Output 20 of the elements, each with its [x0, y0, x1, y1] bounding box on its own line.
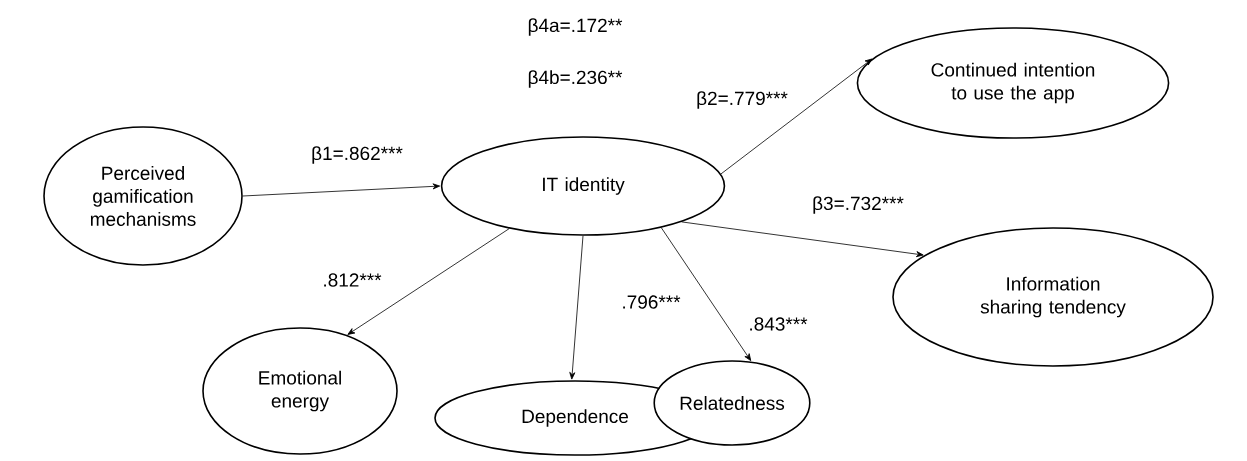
arrow [242, 183, 441, 197]
ellipse-node: Information sharing tendency [892, 227, 1214, 367]
edge-label: β3=.732*** [811, 195, 905, 215]
ellipse-node: IT identity [440, 136, 726, 236]
arrow [347, 228, 510, 335]
edge-label: .796*** [620, 294, 682, 310]
arrow [681, 221, 924, 258]
coefficient-label: β4a=.172** [528, 18, 623, 36]
ellipse-node: Perceived gamification mechanisms [43, 126, 243, 266]
edge-label: .843*** [747, 316, 809, 332]
ellipse-node: Continued intention to use the app [856, 27, 1170, 139]
edge-label: β1=.862*** [310, 145, 404, 165]
arrow [569, 235, 584, 380]
ellipse-node: Relatedness [653, 360, 811, 446]
arrow [720, 58, 873, 175]
arrow [660, 227, 752, 361]
edge-label: β2=.779*** [695, 90, 789, 110]
coefficient-label: β4b=.236** [528, 70, 623, 88]
ellipse-node: Emotional energy [202, 327, 398, 455]
edge-label: .812*** [321, 272, 383, 288]
